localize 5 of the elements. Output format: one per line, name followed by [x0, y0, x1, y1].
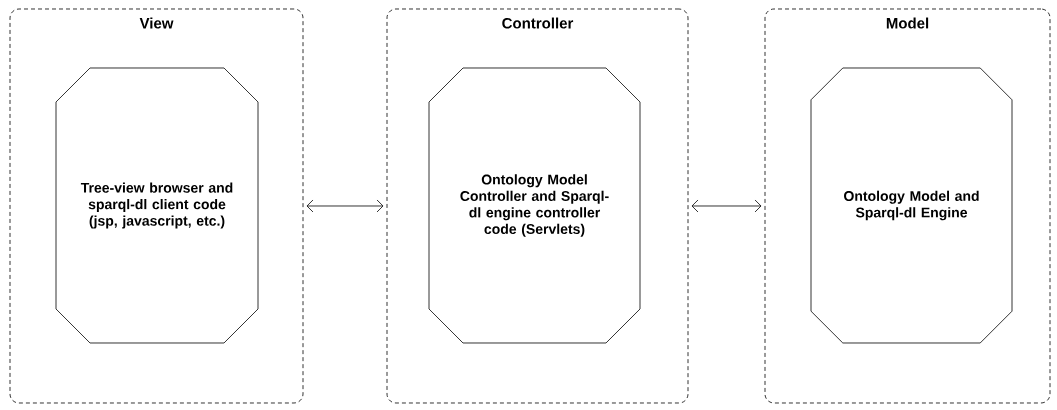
component-box: Ontology Model and Sparql-dl Engine [810, 67, 1013, 344]
component-box: Tree-view browser and sparql-dl client code (jsp, javascript, etc.) [55, 67, 259, 344]
double-arrow [691, 199, 762, 213]
double-arrow [306, 199, 384, 213]
component-box: Ontology Model Controller and Sparql-dl engine controller code (Servlets) [428, 67, 641, 344]
